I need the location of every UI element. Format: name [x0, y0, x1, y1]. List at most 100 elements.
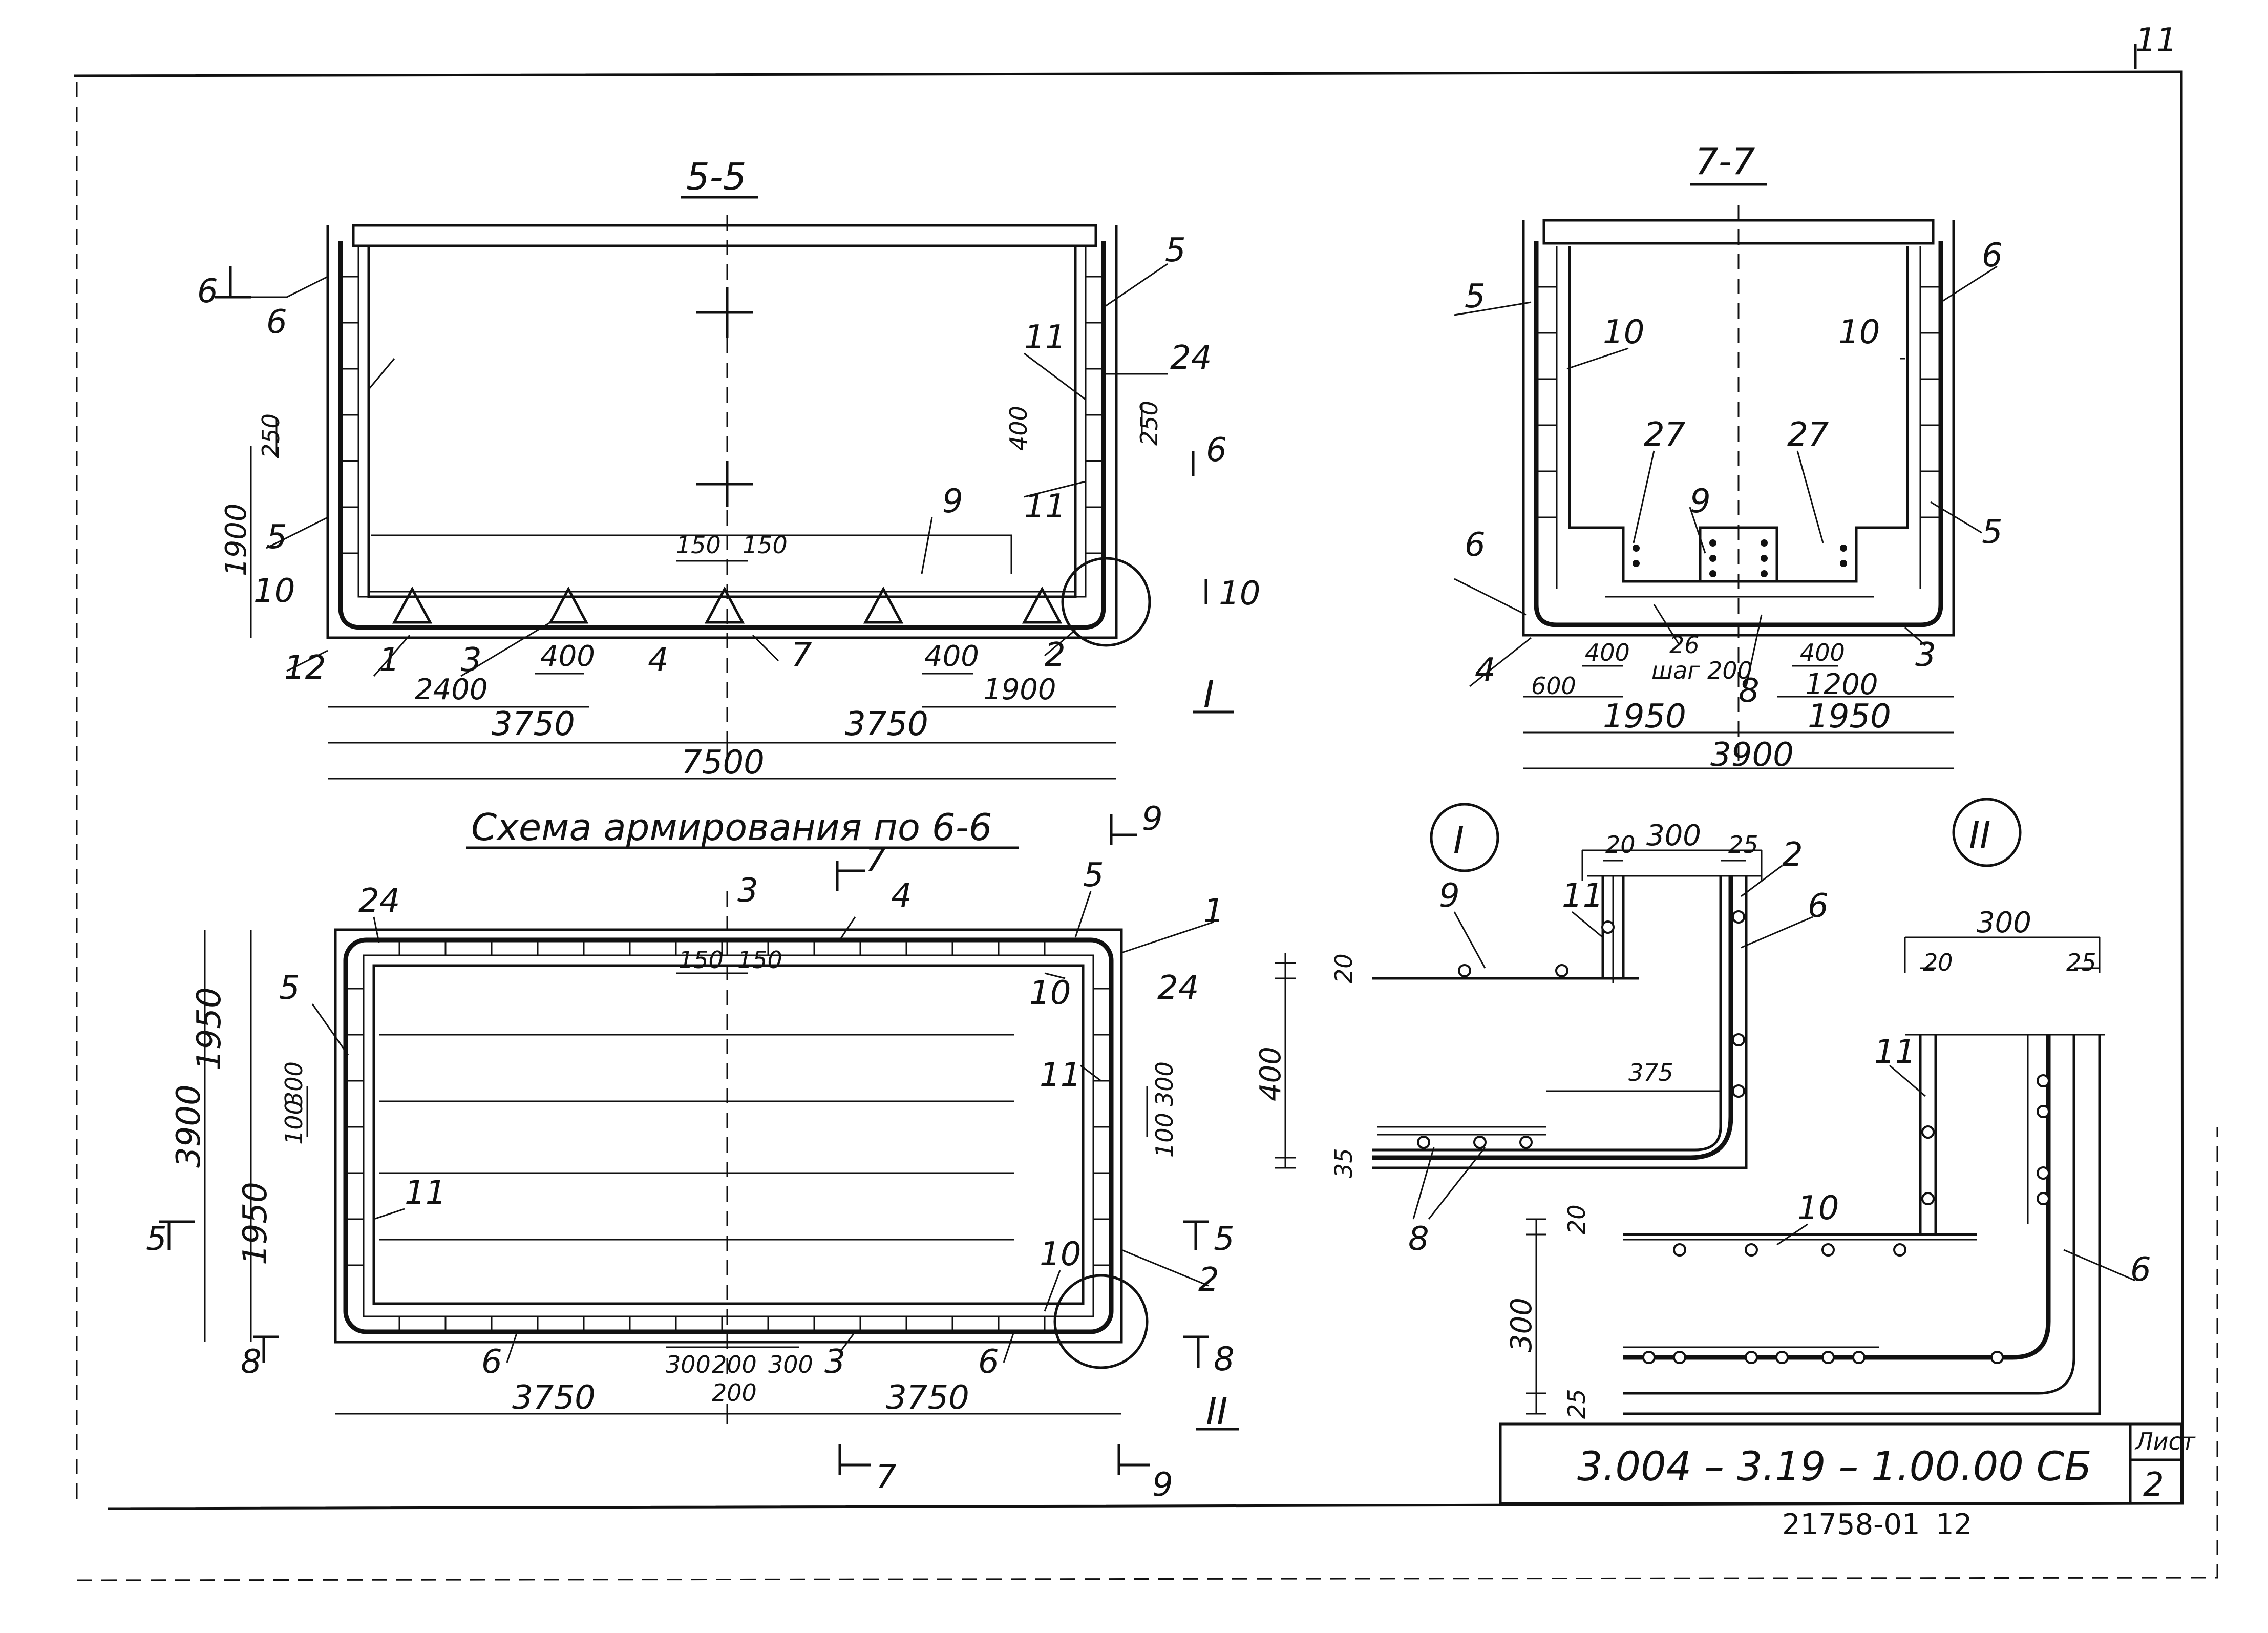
node-II-marker	[1952, 798, 2022, 867]
label-7: 7	[791, 636, 812, 674]
label-12: 12	[284, 649, 326, 687]
dim-400-right: 400	[1800, 639, 1845, 666]
label-11-lower: 11	[1024, 488, 1066, 526]
dim-1900-vert: 1900	[220, 503, 253, 576]
section-cut-9-top	[1110, 814, 1137, 845]
dim-25-left: 25	[1563, 1389, 1591, 1419]
title-block: 3.004 – 3.19 – 1.00.00 СБ Лист 2 21758-0…	[1499, 1422, 2196, 1541]
dim-1950-lower: 1950	[237, 1182, 274, 1265]
label-10-right: 10	[1838, 313, 1880, 351]
dim-200-center: 200	[712, 1379, 757, 1407]
dim-1950-upper: 1950	[190, 987, 228, 1071]
dim-100-right: 100	[1151, 1113, 1178, 1158]
label-9: 9	[942, 483, 963, 520]
dim-150-left: 150	[676, 531, 721, 559]
sheet-number: 2	[2143, 1466, 2164, 1504]
label-8: 8	[1408, 1220, 1429, 1258]
dimension-lines	[1526, 936, 2101, 1415]
dim-25: 25	[1728, 831, 1758, 859]
dim-20-left: 20	[1563, 1204, 1591, 1234]
sheet-cell	[2129, 1424, 2181, 1503]
section-mark-10-left: 10	[253, 572, 295, 610]
plan-stirrups	[346, 940, 1111, 1332]
title-block-frame	[1499, 1422, 2183, 1505]
label-3-bottom: 3	[824, 1343, 845, 1381]
node-II: II 300 20 25 20 300 25 11 10 6	[1505, 798, 2151, 1419]
dim-7500: 7500	[681, 744, 765, 782]
dim-150-right: 150	[743, 531, 788, 559]
label-6: 6	[266, 303, 287, 341]
label-3: 3	[461, 641, 482, 679]
bottom-bars	[379, 1034, 1014, 1241]
dim-20-left: 20	[1330, 953, 1358, 983]
dim-250-right: 250	[1135, 401, 1163, 446]
label-2: 2	[1782, 836, 1803, 874]
section-mark-6-right: 6	[1206, 431, 1227, 469]
label-6-right: 6	[978, 1343, 999, 1381]
section-mark-5-right: 5	[1214, 1220, 1235, 1258]
plan-6-6-title: Схема армирования по 6-6	[471, 806, 992, 849]
label-4: 4	[891, 877, 912, 915]
dimension-lines	[1523, 665, 1954, 769]
section-cut-7-bottom	[838, 1444, 871, 1475]
leaders	[1776, 1064, 2136, 1282]
dim-400-right: 400	[924, 640, 979, 673]
dim-300-vert: 300	[1505, 1297, 1538, 1352]
label-26: 26	[1669, 631, 1700, 659]
tank-inner-wall	[367, 246, 1077, 598]
dim-250-left: 250	[257, 413, 285, 458]
section-5-5: 5-5	[197, 155, 1260, 782]
label-6: 6	[1808, 887, 1829, 925]
node-I-title: I	[1453, 819, 1464, 862]
sheet-label: Лист	[2134, 1428, 2196, 1455]
corner-mark: 11	[2135, 22, 2177, 59]
dim-1950-right: 1950	[1808, 698, 1891, 736]
dim-300-right: 300	[1151, 1061, 1178, 1106]
section-mark-7-top: 7	[865, 841, 886, 879]
dim-100-left: 100	[280, 1100, 308, 1145]
axis-ticks	[696, 287, 753, 507]
dimension-lines	[1275, 849, 1763, 1169]
dim-400-left: 400	[540, 640, 595, 673]
leaders	[1454, 265, 1998, 687]
section-mark-6-left: 6	[197, 273, 218, 310]
section-cut-9-bottom	[1117, 1444, 1150, 1475]
label-5-right: 5	[1165, 232, 1186, 269]
wall-edge	[1372, 876, 1722, 1152]
label-2: 2	[1198, 1261, 1219, 1299]
format-number: 12	[1936, 1508, 1972, 1541]
node-II-bars	[1642, 1074, 2050, 1364]
section-7-7-title: 7-7	[1695, 140, 1755, 183]
label-5-right: 5	[1982, 513, 2003, 551]
dim-400-vert: 400	[1005, 406, 1032, 451]
dim-1900-bottom: 1900	[983, 673, 1056, 706]
dim-25-top: 25	[2066, 949, 2096, 976]
dim-20-top: 20	[1605, 831, 1636, 859]
dim-300: 300	[1646, 819, 1701, 852]
label-10-lower: 10	[1040, 1236, 1081, 1273]
label-3: 3	[737, 872, 758, 910]
rebar-10	[1623, 1035, 2029, 1348]
dim-1200: 1200	[1805, 668, 1878, 701]
label-4: 4	[1475, 652, 1496, 689]
label-4: 4	[648, 641, 669, 679]
dim-step-200: шаг 200	[1651, 657, 1752, 684]
outer-edge	[1372, 876, 1748, 1169]
node-II-title: II	[1969, 813, 1990, 856]
label-24: 24	[1170, 339, 1212, 377]
label-24-right: 24	[1157, 969, 1199, 1007]
label-27-right: 27	[1787, 416, 1829, 454]
label-27-left: 27	[1644, 416, 1686, 454]
dim-300-b1: 300	[666, 1351, 711, 1378]
cover-slab	[352, 224, 1097, 247]
label-11-left: 11	[405, 1174, 446, 1212]
wall-edge	[1623, 1035, 2075, 1395]
dim-3750-left: 3750	[492, 705, 575, 743]
detail-II-circle	[1053, 1274, 1149, 1369]
leaders	[311, 891, 1214, 1363]
detail-I-circle	[1061, 557, 1151, 647]
rebar-supports	[392, 586, 1063, 624]
section-cut-5-left	[159, 1220, 195, 1250]
inventory-number: 21758-01	[1782, 1508, 1920, 1541]
